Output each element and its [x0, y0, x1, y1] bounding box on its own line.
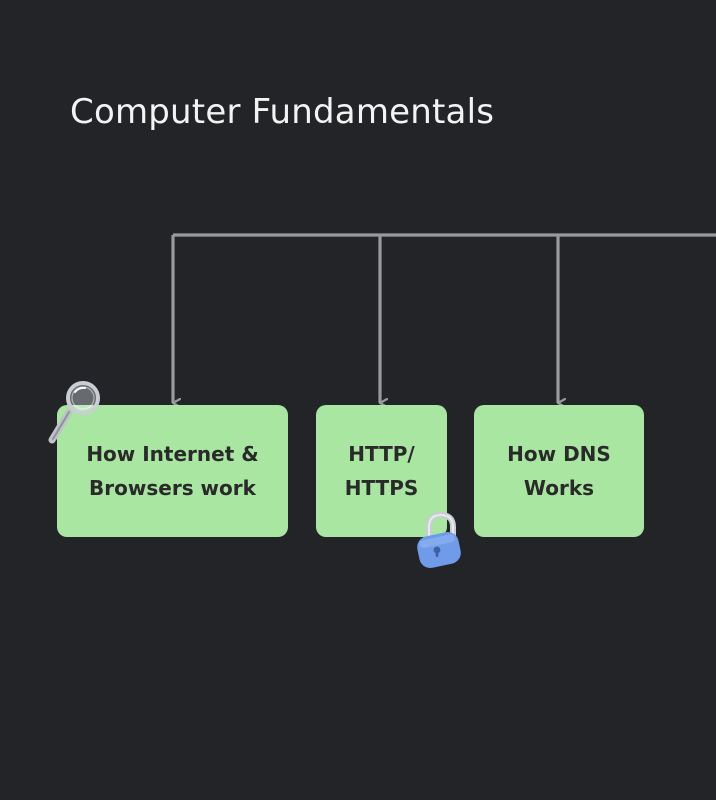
node-how-dns-works[interactable]: How DNS Works — [474, 405, 644, 537]
node-how-internet-browsers-work[interactable]: How Internet & Browsers work — [57, 405, 288, 537]
node-label: HTTP/ HTTPS — [344, 442, 419, 500]
node-label: How Internet & Browsers work — [86, 442, 259, 500]
magnifying-glass-icon — [48, 381, 100, 444]
padlock-icon — [417, 511, 461, 568]
node-http-https[interactable]: HTTP/ HTTPS — [316, 405, 447, 537]
diagram-title: Computer Fundamentals — [70, 92, 495, 132]
node-label: How DNS Works — [507, 442, 611, 500]
